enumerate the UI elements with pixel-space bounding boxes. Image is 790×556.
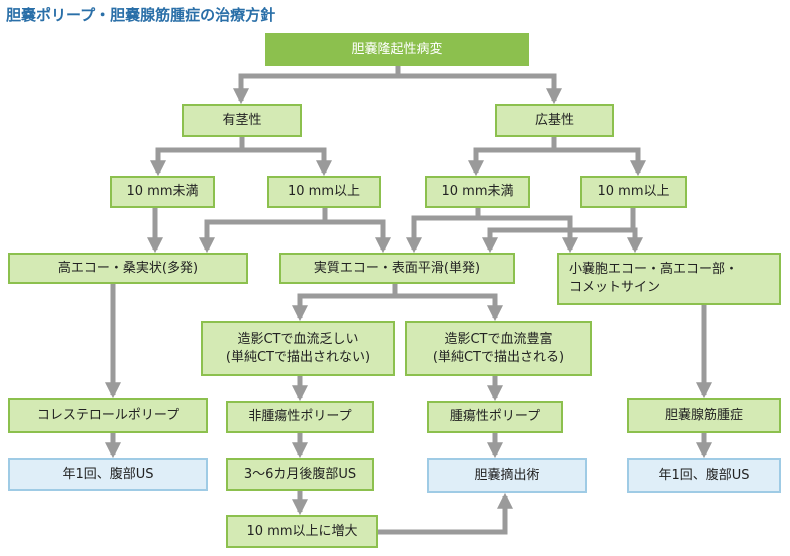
node-cyst-echo: 小嚢胞エコー・高エコー部・ コメットサイン [557, 253, 781, 305]
node-sessile: 広基性 [495, 104, 614, 137]
arrow-solid-ct [291, 284, 398, 322]
arrow-sesunder-cyst [478, 215, 579, 254]
arrow-pedover-high [198, 208, 328, 254]
arrow-ped-over [242, 147, 333, 177]
node-pedunculated: 有茎性 [182, 104, 302, 137]
node-yearly-us-1: 年1回、腹部US [8, 458, 208, 491]
ct-poor-line1: 造影CTで血流乏しい [237, 331, 359, 347]
cyst-echo-line1: 小嚢胞エコー・高エコー部・ [569, 262, 739, 278]
arrow-enlarged-chole [378, 492, 514, 535]
node-adenomyomatosis: 胆嚢腺筋腫症 [627, 398, 781, 433]
arrow-root-sessile [398, 73, 563, 105]
node-ses-over10: 10 mm以上 [580, 176, 687, 208]
arrow-sesover-cyst [626, 227, 644, 254]
node-ped-over10: 10 mm以上 [267, 176, 381, 208]
node-ses-under10: 10 mm未満 [425, 176, 530, 208]
diagram-title: 胆嚢ポリープ・胆嚢腺筋腫症の治療方針 [6, 6, 276, 24]
node-neoplastic: 腫瘍性ポリープ [427, 401, 563, 433]
node-enlarged: 10 mm以上に増大 [226, 515, 378, 548]
node-ct-rich: 造影CTで血流豊富 (単純CTで描出される) [405, 321, 592, 376]
arrow-sesover-solid [481, 208, 636, 254]
node-cholesterol-polyp: コレステロールポリープ [8, 398, 208, 433]
node-yearly-us-2: 年1回、腹部US [627, 458, 781, 493]
node-ct-poor: 造影CTで血流乏しい (単純CTで描出されない) [201, 321, 395, 376]
arrow-solid-ctrich [395, 293, 504, 322]
cyst-echo-line2: コメットサイン [569, 280, 661, 295]
ct-poor-line2: (単純CTで描出されない) [225, 349, 371, 365]
node-cholecystectomy: 胆嚢摘出術 [427, 458, 587, 493]
node-solid-echo: 実質エコー・表面平滑(単発) [279, 253, 515, 284]
node-high-echo: 高エコー・桑実状(多発) [8, 253, 248, 284]
node-followup: 3～6カ月後腹部US [226, 458, 374, 491]
arrow-root-split [232, 66, 401, 105]
ct-rich-line2: (単純CTで描出される) [432, 349, 565, 365]
arrow-sesunder-solid [405, 208, 481, 254]
arrow-ped-under [149, 137, 245, 177]
arrow-ses-over [554, 147, 647, 177]
ct-rich-line1: 造影CTで血流豊富 [444, 331, 553, 347]
node-ped-under10: 10 mm未満 [110, 176, 215, 208]
node-non-neoplastic: 非腫瘍性ポリープ [226, 401, 374, 433]
arrow-ses-under [467, 137, 557, 177]
arrow-pedover-solid [325, 219, 392, 254]
node-root: 胆嚢隆起性病変 [265, 33, 529, 66]
